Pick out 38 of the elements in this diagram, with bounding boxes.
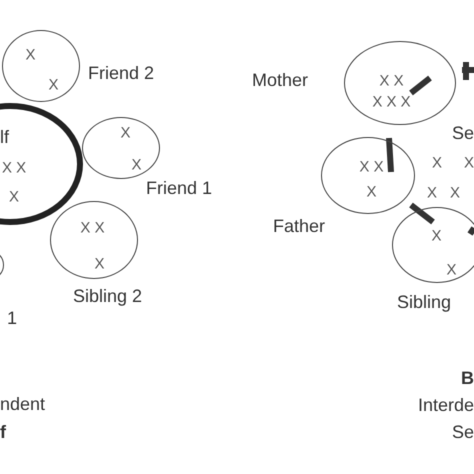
member-label: Friend 1	[146, 179, 212, 197]
group-circle	[82, 117, 160, 179]
caption-text: Se	[452, 423, 474, 441]
member-label: Friend 2	[88, 64, 154, 82]
x-mark: X	[432, 228, 442, 243]
group-circle	[2, 30, 80, 102]
caption-text: ndent	[0, 395, 46, 413]
member-label: Sibling 2	[73, 287, 142, 305]
group-name: lf	[0, 128, 9, 146]
member-label: 1	[7, 309, 17, 327]
x-mark: X X X	[372, 94, 411, 109]
group-circle	[50, 201, 138, 279]
x-mark: X	[9, 190, 19, 204]
x-mark: X X	[2, 160, 26, 176]
x-mark: X X	[80, 220, 105, 235]
x-mark: X	[26, 47, 36, 62]
x-mark: X	[446, 262, 456, 277]
caption-text: B	[461, 369, 474, 387]
x-mark: X	[366, 184, 376, 199]
x-mark: X X	[359, 159, 384, 174]
x-mark: X	[450, 186, 460, 200]
caption-text: f	[0, 423, 6, 441]
group-circle	[392, 207, 474, 283]
x-mark: X X	[379, 73, 404, 88]
x-mark: X	[120, 125, 130, 140]
group-circle	[344, 41, 456, 125]
x-mark: X	[132, 157, 142, 172]
group-circle	[321, 137, 415, 214]
member-label: Mother	[252, 71, 308, 89]
x-mark: X	[432, 156, 442, 170]
caption-text: Se	[452, 124, 474, 142]
x-mark: X	[464, 156, 474, 170]
x-mark: X	[94, 256, 104, 271]
x-mark: X	[48, 77, 58, 92]
x-mark: X	[427, 186, 437, 200]
member-label: Sibling	[397, 293, 452, 311]
member-label: Father	[273, 217, 326, 235]
caption-text: Interde	[418, 396, 474, 414]
